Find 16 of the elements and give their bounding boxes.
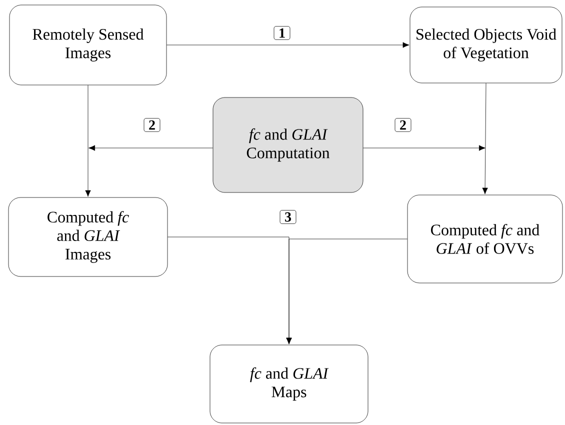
process-box: Selected Objects Void of Vegetation: [410, 6, 562, 84]
arrow: [85, 85, 91, 197]
arrow: [166, 42, 410, 48]
process-box: Computed fc and GLAI Images: [8, 197, 168, 277]
process-box: fc and GLAI Maps: [210, 344, 368, 424]
process-box: Computed fc and GLAI of OVVs: [407, 194, 563, 284]
step-number: 3: [280, 210, 296, 224]
arrow: [286, 238, 408, 344]
arrow: [88, 145, 213, 151]
arrow: [363, 145, 486, 151]
process-box: Remotely Sensed Images: [9, 4, 167, 86]
step-number: 1: [274, 26, 290, 40]
arrow: [482, 83, 488, 194]
step-number: 2: [394, 118, 412, 132]
step-number: 2: [144, 118, 160, 132]
computation-box: fc and GLAI Computation: [212, 97, 364, 193]
